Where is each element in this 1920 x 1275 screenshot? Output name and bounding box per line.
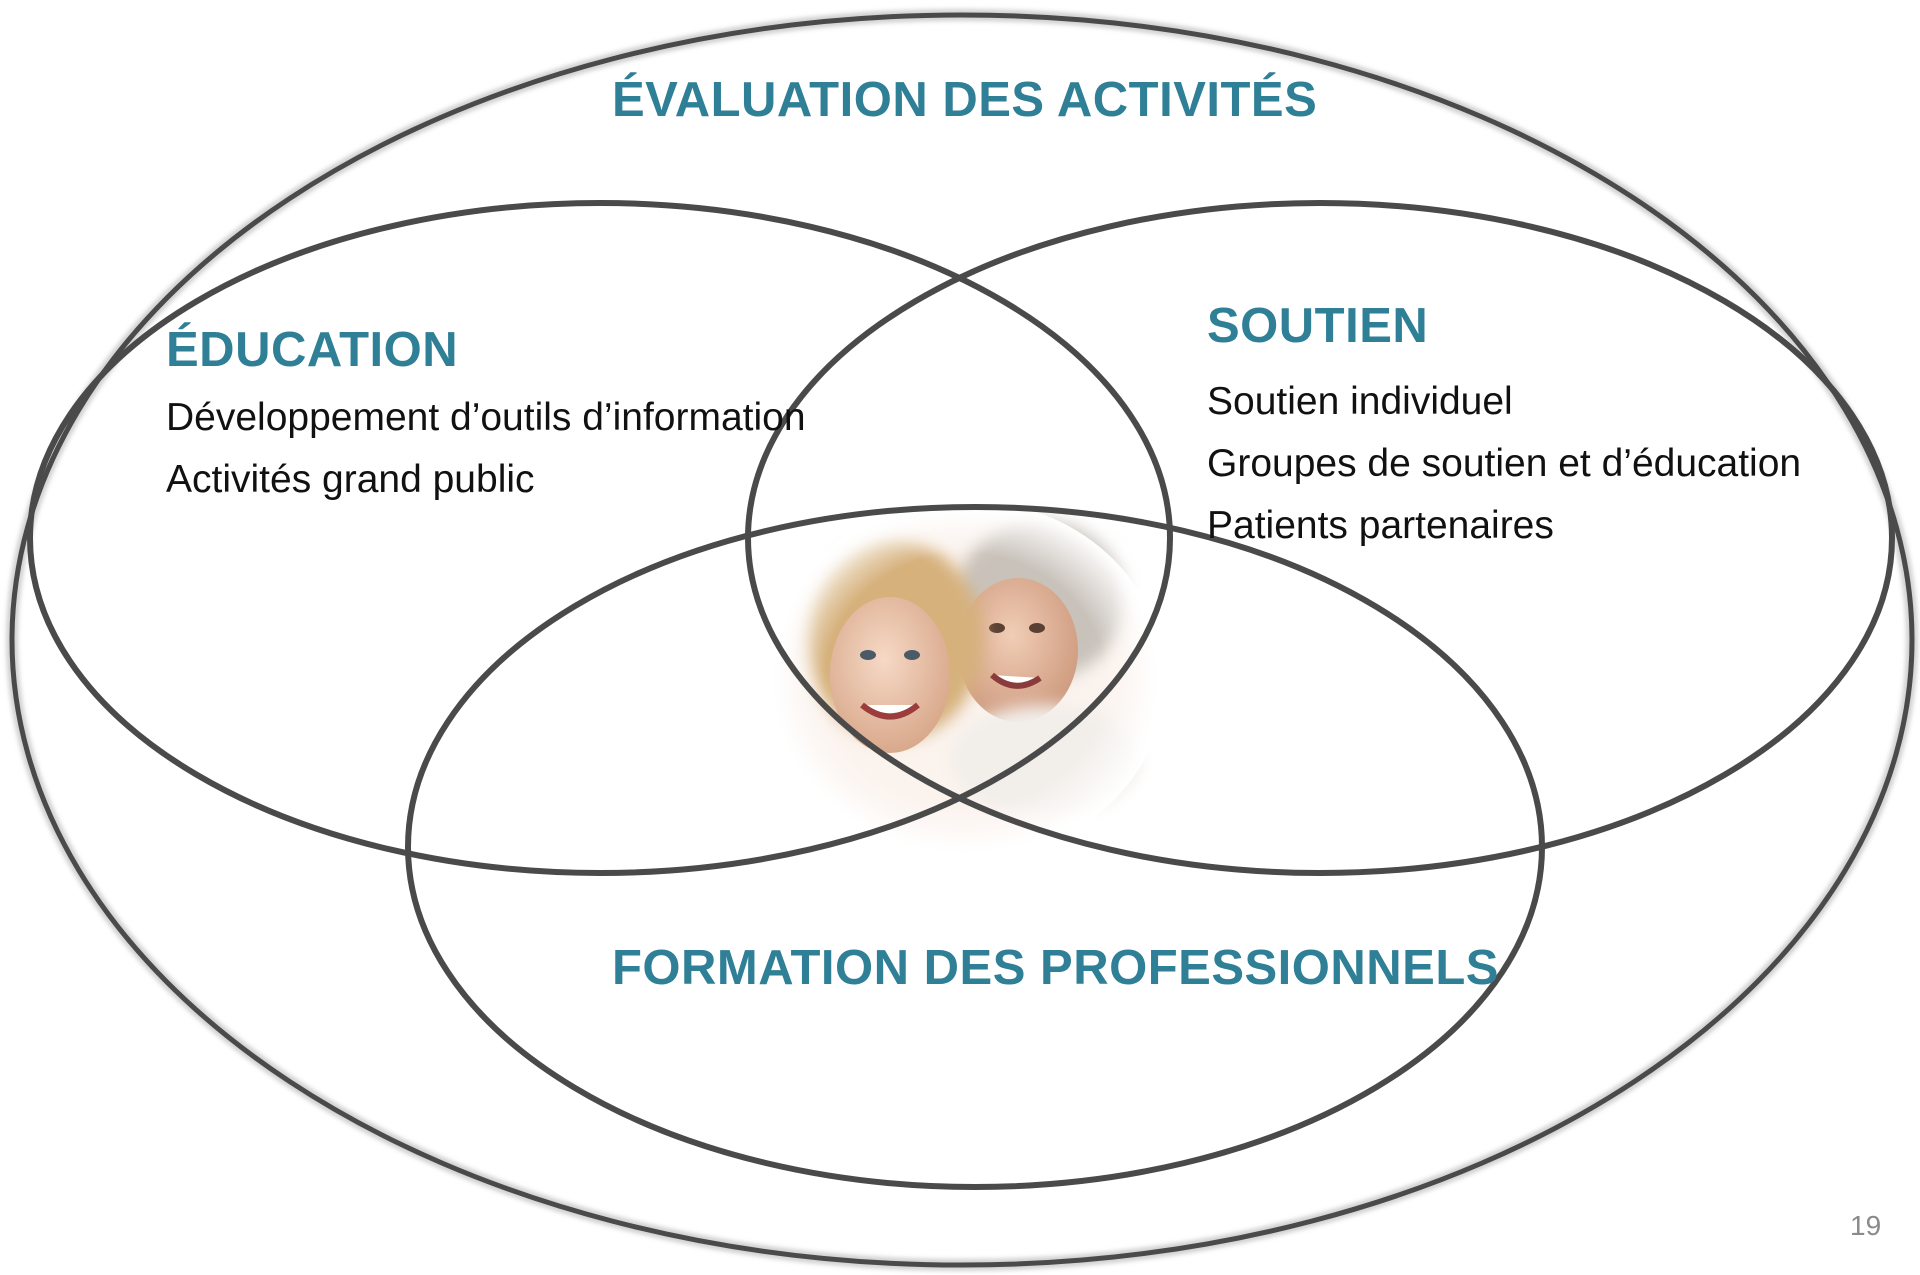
outer-title: ÉVALUATION DES ACTIVITÉS: [612, 73, 1318, 127]
soutien-item: Groupes de soutien et d’éducation: [1207, 442, 1802, 485]
education-item: Activités grand public: [166, 458, 535, 501]
formation-ellipse: [405, 504, 1545, 1190]
formation-title: FORMATION DES PROFESSIONNELS: [612, 941, 1499, 995]
soutien-title: SOUTIEN: [1207, 299, 1429, 353]
education-ellipse: [27, 200, 1173, 876]
page-number: 19: [1850, 1210, 1882, 1241]
center-photo: [765, 500, 1165, 860]
education-title: ÉDUCATION: [166, 323, 459, 377]
education-item: Développement d’outils d’information: [166, 396, 806, 439]
outer-ellipse: [9, 12, 1915, 1268]
soutien-item: Patients partenaires: [1207, 504, 1554, 547]
soutien-item: Soutien individuel: [1207, 380, 1513, 423]
